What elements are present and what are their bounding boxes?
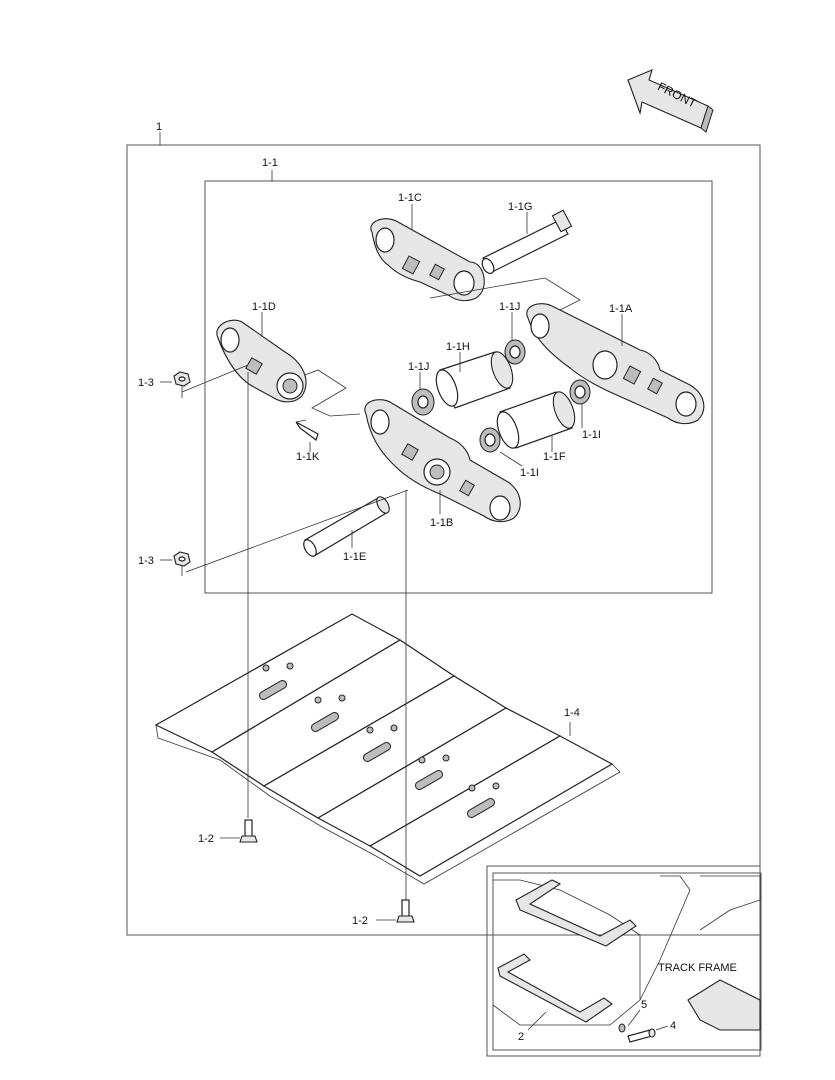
front-arrow: FRONT <box>627 69 714 133</box>
label-link-1-1a: 1-1A <box>609 303 633 315</box>
bolt-1-2-left <box>239 819 258 843</box>
label-bushing-1-1h: 1-1H <box>446 341 470 353</box>
step-upper <box>515 879 637 947</box>
label-pin-1-1g: 1-1G <box>508 201 532 213</box>
label-track-frame: TRACK FRAME <box>658 962 737 974</box>
track-shoes-1-4 <box>154 613 621 885</box>
link-1-1c <box>370 218 485 302</box>
label-seal-1-1j-top: 1-1J <box>499 301 520 313</box>
pin-1-1e <box>303 496 390 557</box>
label-seal-1-1i-right: 1-1I <box>582 429 601 441</box>
seal-1-1j-left <box>411 388 435 416</box>
label-bushing-1-1f: 1-1F <box>543 451 566 463</box>
link-1-1b <box>364 399 521 523</box>
washer-5 <box>618 1023 626 1033</box>
pin-1-1k <box>295 419 319 441</box>
label-screw-4: 4 <box>670 1020 676 1032</box>
link-1-1d <box>216 319 307 403</box>
track-frame <box>492 875 761 1031</box>
label-assembly: 1 <box>156 121 162 133</box>
shoe-holes <box>258 662 500 818</box>
label-seal-1-1j-left: 1-1J <box>408 361 429 373</box>
nut-1-3-lower <box>173 551 191 567</box>
pin-1-1g <box>481 209 573 275</box>
label-subassembly: 1-1 <box>262 157 278 169</box>
bushing-1-1h <box>435 351 514 409</box>
label-step-2: 2 <box>518 1031 524 1043</box>
nut-1-3-upper <box>173 371 191 387</box>
step-2 <box>497 953 613 1023</box>
label-bolt-1-2-right: 1-2 <box>352 915 368 927</box>
seal-1-1j-top <box>504 339 526 365</box>
seal-1-1i-center <box>479 427 501 453</box>
bolt-1-2-right <box>396 899 415 923</box>
label-link-1-1b: 1-1B <box>430 517 453 529</box>
label-nut-1-3-lower: 1-3 <box>138 555 154 567</box>
seal-1-1i-right <box>569 379 591 405</box>
step-inset-frame <box>492 872 762 1051</box>
step-inset-frame-outer <box>486 865 761 1057</box>
link-1-1a <box>526 303 705 425</box>
label-link-1-1c: 1-1C <box>398 192 422 204</box>
label-bolt-1-2-left: 1-2 <box>198 833 214 845</box>
label-washer-5: 5 <box>641 999 647 1011</box>
label-seal-1-1i-center: 1-1I <box>520 467 539 479</box>
label-shoes-1-4: 1-4 <box>564 707 580 719</box>
label-nut-1-3-upper: 1-3 <box>138 377 154 389</box>
label-link-1-1d: 1-1D <box>252 301 276 313</box>
assembly-frame <box>126 144 761 936</box>
label-pin-1-1e: 1-1E <box>343 551 366 563</box>
bushing-1-1f <box>496 391 576 449</box>
screw-4 <box>627 1028 656 1043</box>
label-pin-1-1k: 1-1K <box>296 451 320 463</box>
link-assembly-frame <box>204 180 713 594</box>
